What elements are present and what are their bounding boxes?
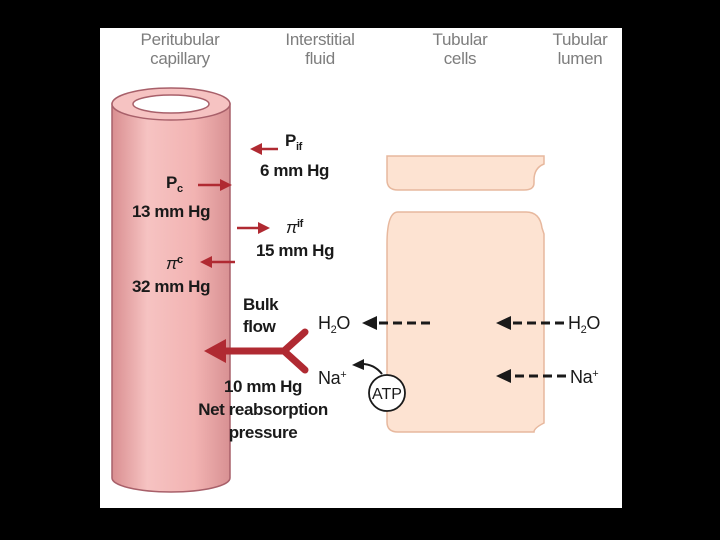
molecule-part: O — [336, 313, 350, 333]
atp-pump-arrowhead — [352, 359, 364, 370]
label-pi-c: πc — [166, 254, 183, 276]
arrow-p-c — [198, 179, 232, 191]
h2o-arrow-cell-to-interstitial — [362, 316, 430, 330]
arrow-pi-if — [237, 222, 270, 234]
label-na-interstitial: Na+ — [318, 368, 347, 391]
net-line: pressure — [228, 423, 298, 442]
header-interstitial-fluid: Interstitial fluid — [268, 30, 372, 68]
header-line: Interstitial — [285, 30, 355, 49]
bulk-flow-arrow — [204, 328, 309, 374]
header-line: cells — [443, 49, 477, 68]
bulk-flow-line: flow — [243, 317, 276, 336]
arrow-pi-c — [200, 256, 235, 268]
force-symbol: π — [286, 218, 297, 237]
header-line: lumen — [557, 49, 603, 68]
molecule-part: H — [568, 313, 581, 333]
molecule-subscript: 2 — [580, 324, 587, 336]
h2o-arrow-lumen-to-cell — [496, 316, 564, 330]
molecule-superscript: + — [340, 369, 347, 381]
header-tubular-cells: Tubular cells — [418, 30, 502, 68]
header-peritubular-capillary: Peritubular capillary — [128, 30, 232, 68]
label-p-c: Pc — [166, 173, 183, 195]
atp-pump-arrow — [361, 363, 383, 375]
force-subscript: if — [297, 218, 303, 230]
force-subscript: c — [176, 183, 183, 195]
capillary-lumen — [132, 94, 210, 114]
force-subscript: c — [177, 254, 183, 266]
atp-label: ATP — [372, 386, 402, 403]
header-line: Peritubular — [140, 30, 220, 49]
label-p-c-value: 13 mm Hg — [132, 202, 211, 221]
label-h2o-interstitial: H2O — [318, 313, 350, 336]
force-subscript: if — [295, 141, 302, 153]
capillary-tube — [111, 103, 231, 493]
header-line: Tubular — [432, 30, 488, 49]
molecule-part: O — [586, 313, 600, 333]
atp-pump — [368, 374, 406, 412]
label-bulk-flow: Bulk flow — [243, 294, 279, 338]
label-pi-if: πif — [286, 218, 303, 240]
molecule-part: Na — [318, 368, 341, 388]
label-pi-c-value: 32 mm Hg — [132, 277, 211, 296]
header-line: capillary — [150, 49, 210, 68]
label-p-if-value: 6 mm Hg — [260, 161, 329, 180]
label-na-lumen: Na+ — [570, 367, 599, 390]
diagram-panel: Peritubular capillary Interstitial fluid… — [100, 28, 622, 508]
force-symbol: P — [166, 173, 177, 192]
label-net-reabsorption: 10 mm Hg Net reabsorption pressure — [188, 375, 338, 444]
na-arrow-lumen-to-cell — [496, 369, 566, 383]
net-line: 10 mm Hg — [223, 377, 303, 396]
header-tubular-lumen: Tubular lumen — [540, 30, 620, 68]
net-line: Net reabsorption — [198, 400, 328, 419]
tubular-cell-upper — [386, 155, 545, 191]
molecule-part: Na — [570, 367, 593, 387]
bulk-flow-line: Bulk — [243, 295, 279, 314]
molecule-part: H — [318, 313, 331, 333]
molecule-superscript: + — [592, 368, 599, 380]
diagram-graphics: ATP — [111, 87, 566, 493]
label-pi-if-value: 15 mm Hg — [256, 241, 335, 260]
force-symbol: P — [285, 131, 296, 150]
header-line: Tubular — [552, 30, 608, 49]
force-symbol: π — [166, 254, 177, 273]
header-line: fluid — [305, 49, 335, 68]
label-h2o-lumen: H2O — [568, 313, 600, 336]
molecule-subscript: 2 — [330, 324, 337, 336]
arrow-p-if — [250, 143, 278, 155]
label-p-if: Pif — [285, 131, 302, 153]
